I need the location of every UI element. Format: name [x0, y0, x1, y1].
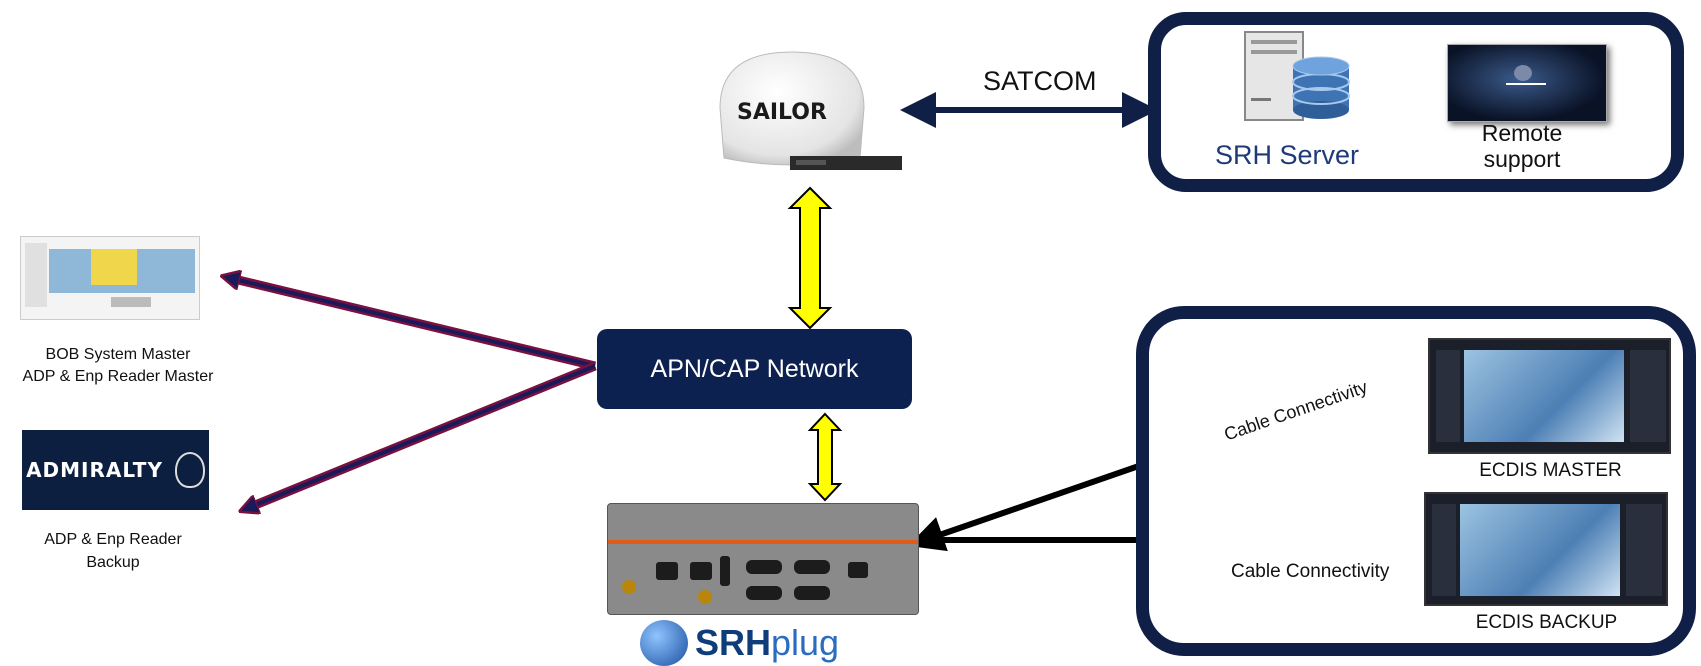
bob-label-line2: ADP & Enp Reader Master [22, 368, 214, 385]
admiralty-logo: ADMIRALTY [22, 430, 209, 510]
satellite-dome-icon [712, 48, 912, 178]
adp-backup-line1: ADP & Enp Reader [44, 531, 182, 548]
remote-screen-icon [1447, 44, 1607, 122]
ecdis-master-label: ECDIS MASTER [1479, 460, 1622, 481]
remote-support-line1: Remote [1481, 120, 1563, 146]
ecdis-screen-icon [1428, 338, 1671, 454]
globe-icon [640, 620, 688, 666]
apn-network-box: APN/CAP Network [597, 329, 912, 409]
apn-network-label: APN/CAP Network [650, 354, 859, 383]
bob-chart-icon [20, 236, 200, 320]
server-icon [1243, 28, 1351, 124]
satcom-label: SATCOM [983, 66, 1097, 96]
srh-device-icon [607, 503, 919, 615]
srh-server-label: SRH Server [1215, 140, 1360, 170]
network-device-arrow [807, 412, 843, 502]
remote-support-line2: support [1483, 146, 1561, 172]
admiralty-crest-icon [174, 452, 205, 488]
ecdis-backup-label: ECDIS BACKUP [1475, 612, 1618, 633]
satellite-network-arrow [787, 186, 833, 330]
srhplug-logo-bold: SRH [695, 622, 772, 663]
admiralty-wordmark: ADMIRALTY [26, 458, 163, 482]
cable-connectivity-backup-label: Cable Connectivity [1231, 561, 1390, 582]
adp-backup-line2: Backup [86, 554, 140, 571]
srhplug-logo: SRHplug [695, 622, 839, 664]
sailor-logo: SAILOR [737, 100, 827, 125]
ecdis-screen-icon [1424, 492, 1668, 606]
srhplug-logo-light: plug [771, 622, 840, 663]
bob-label-line1: BOB System Master [45, 346, 191, 363]
